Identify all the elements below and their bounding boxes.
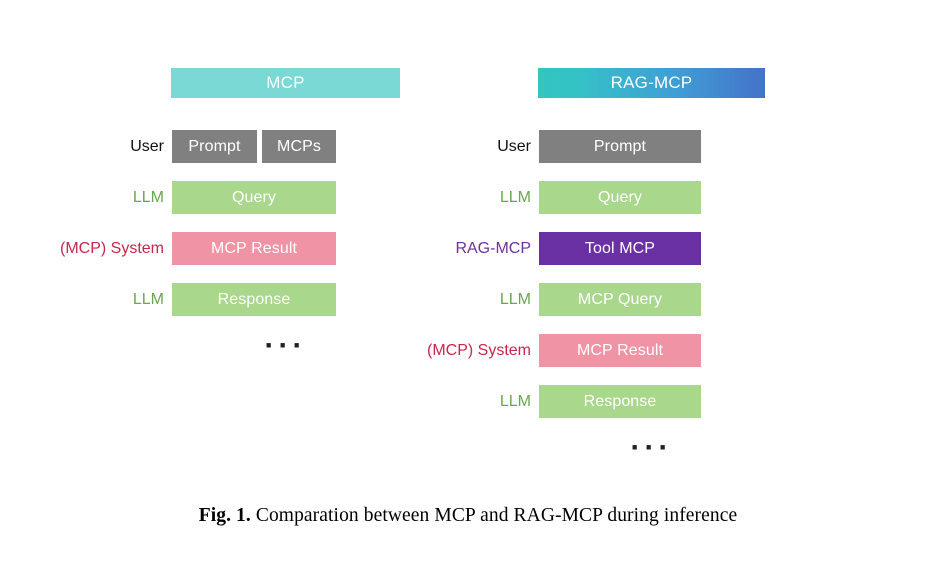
row-label-llm: LLM	[499, 392, 531, 410]
bar-group: Response	[172, 283, 336, 316]
row-label-llm: LLM	[132, 188, 164, 206]
bar-query: Query	[172, 181, 336, 214]
row-label-user: User	[130, 137, 164, 155]
bar-prompt: Prompt	[172, 130, 257, 163]
row-label-user: User	[497, 137, 531, 155]
row-llm-mcp-query: LLM MCP Query	[463, 283, 765, 316]
bar-group: MCP Result	[539, 334, 701, 367]
row-mcp-system: (MCP) System MCP Result	[427, 334, 765, 367]
row-llm-response: LLM Response	[96, 283, 400, 316]
caption-text: Comparation between MCP and RAG-MCP duri…	[250, 505, 738, 526]
bar-mcp-result: MCP Result	[172, 232, 336, 265]
ellipsis-rag-mcp: ···	[630, 431, 673, 464]
bar-group: MCP Query	[539, 283, 701, 316]
row-mcp-system: (MCP) System MCP Result	[60, 232, 400, 265]
row-user: User Prompt MCPs	[96, 130, 400, 163]
rows-rag-mcp: User Prompt LLM Query RAG-MCP Tool MCP L…	[427, 130, 765, 464]
figure-caption: Fig. 1. Comparation between MCP and RAG-…	[0, 505, 936, 527]
bar-group: Response	[539, 385, 701, 418]
column-mcp: MCP User Prompt MCPs LLM Query (MCP) Sys…	[60, 68, 400, 361]
bar-group: Prompt MCPs	[172, 130, 336, 163]
banner-rag-mcp: RAG-MCP	[538, 68, 765, 98]
ellipsis-mcp: ···	[264, 329, 307, 362]
bar-group: Prompt	[539, 130, 701, 163]
row-label-mcp-system: (MCP) System	[427, 341, 531, 359]
row-user: User Prompt	[463, 130, 765, 163]
row-label-llm: LLM	[499, 188, 531, 206]
bar-response: Response	[172, 283, 336, 316]
bar-mcps: MCPs	[262, 130, 336, 163]
column-rag-mcp: RAG-MCP User Prompt LLM Query RAG-MCP To…	[427, 68, 765, 463]
bar-group: Query	[172, 181, 336, 214]
rows-mcp: User Prompt MCPs LLM Query (MCP) System …	[60, 130, 400, 362]
row-label-llm: LLM	[499, 290, 531, 308]
row-label-llm: LLM	[132, 290, 164, 308]
row-llm-query: LLM Query	[463, 181, 765, 214]
row-llm-response: LLM Response	[463, 385, 765, 418]
row-llm-query: LLM Query	[96, 181, 400, 214]
bar-mcp-result: MCP Result	[539, 334, 701, 367]
row-rag-mcp: RAG-MCP Tool MCP	[455, 232, 765, 265]
row-label-rag-mcp: RAG-MCP	[455, 239, 531, 257]
bar-mcp-query: MCP Query	[539, 283, 701, 316]
bar-group: MCP Result	[172, 232, 336, 265]
caption-label: Fig. 1.	[198, 505, 251, 526]
bar-response: Response	[539, 385, 701, 418]
bar-prompt: Prompt	[539, 130, 701, 163]
bar-tool-mcp: Tool MCP	[539, 232, 701, 265]
bar-group: Tool MCP	[539, 232, 701, 265]
bar-query: Query	[539, 181, 701, 214]
bar-group: Query	[539, 181, 701, 214]
row-label-mcp-system: (MCP) System	[60, 239, 164, 257]
banner-mcp: MCP	[171, 68, 400, 98]
